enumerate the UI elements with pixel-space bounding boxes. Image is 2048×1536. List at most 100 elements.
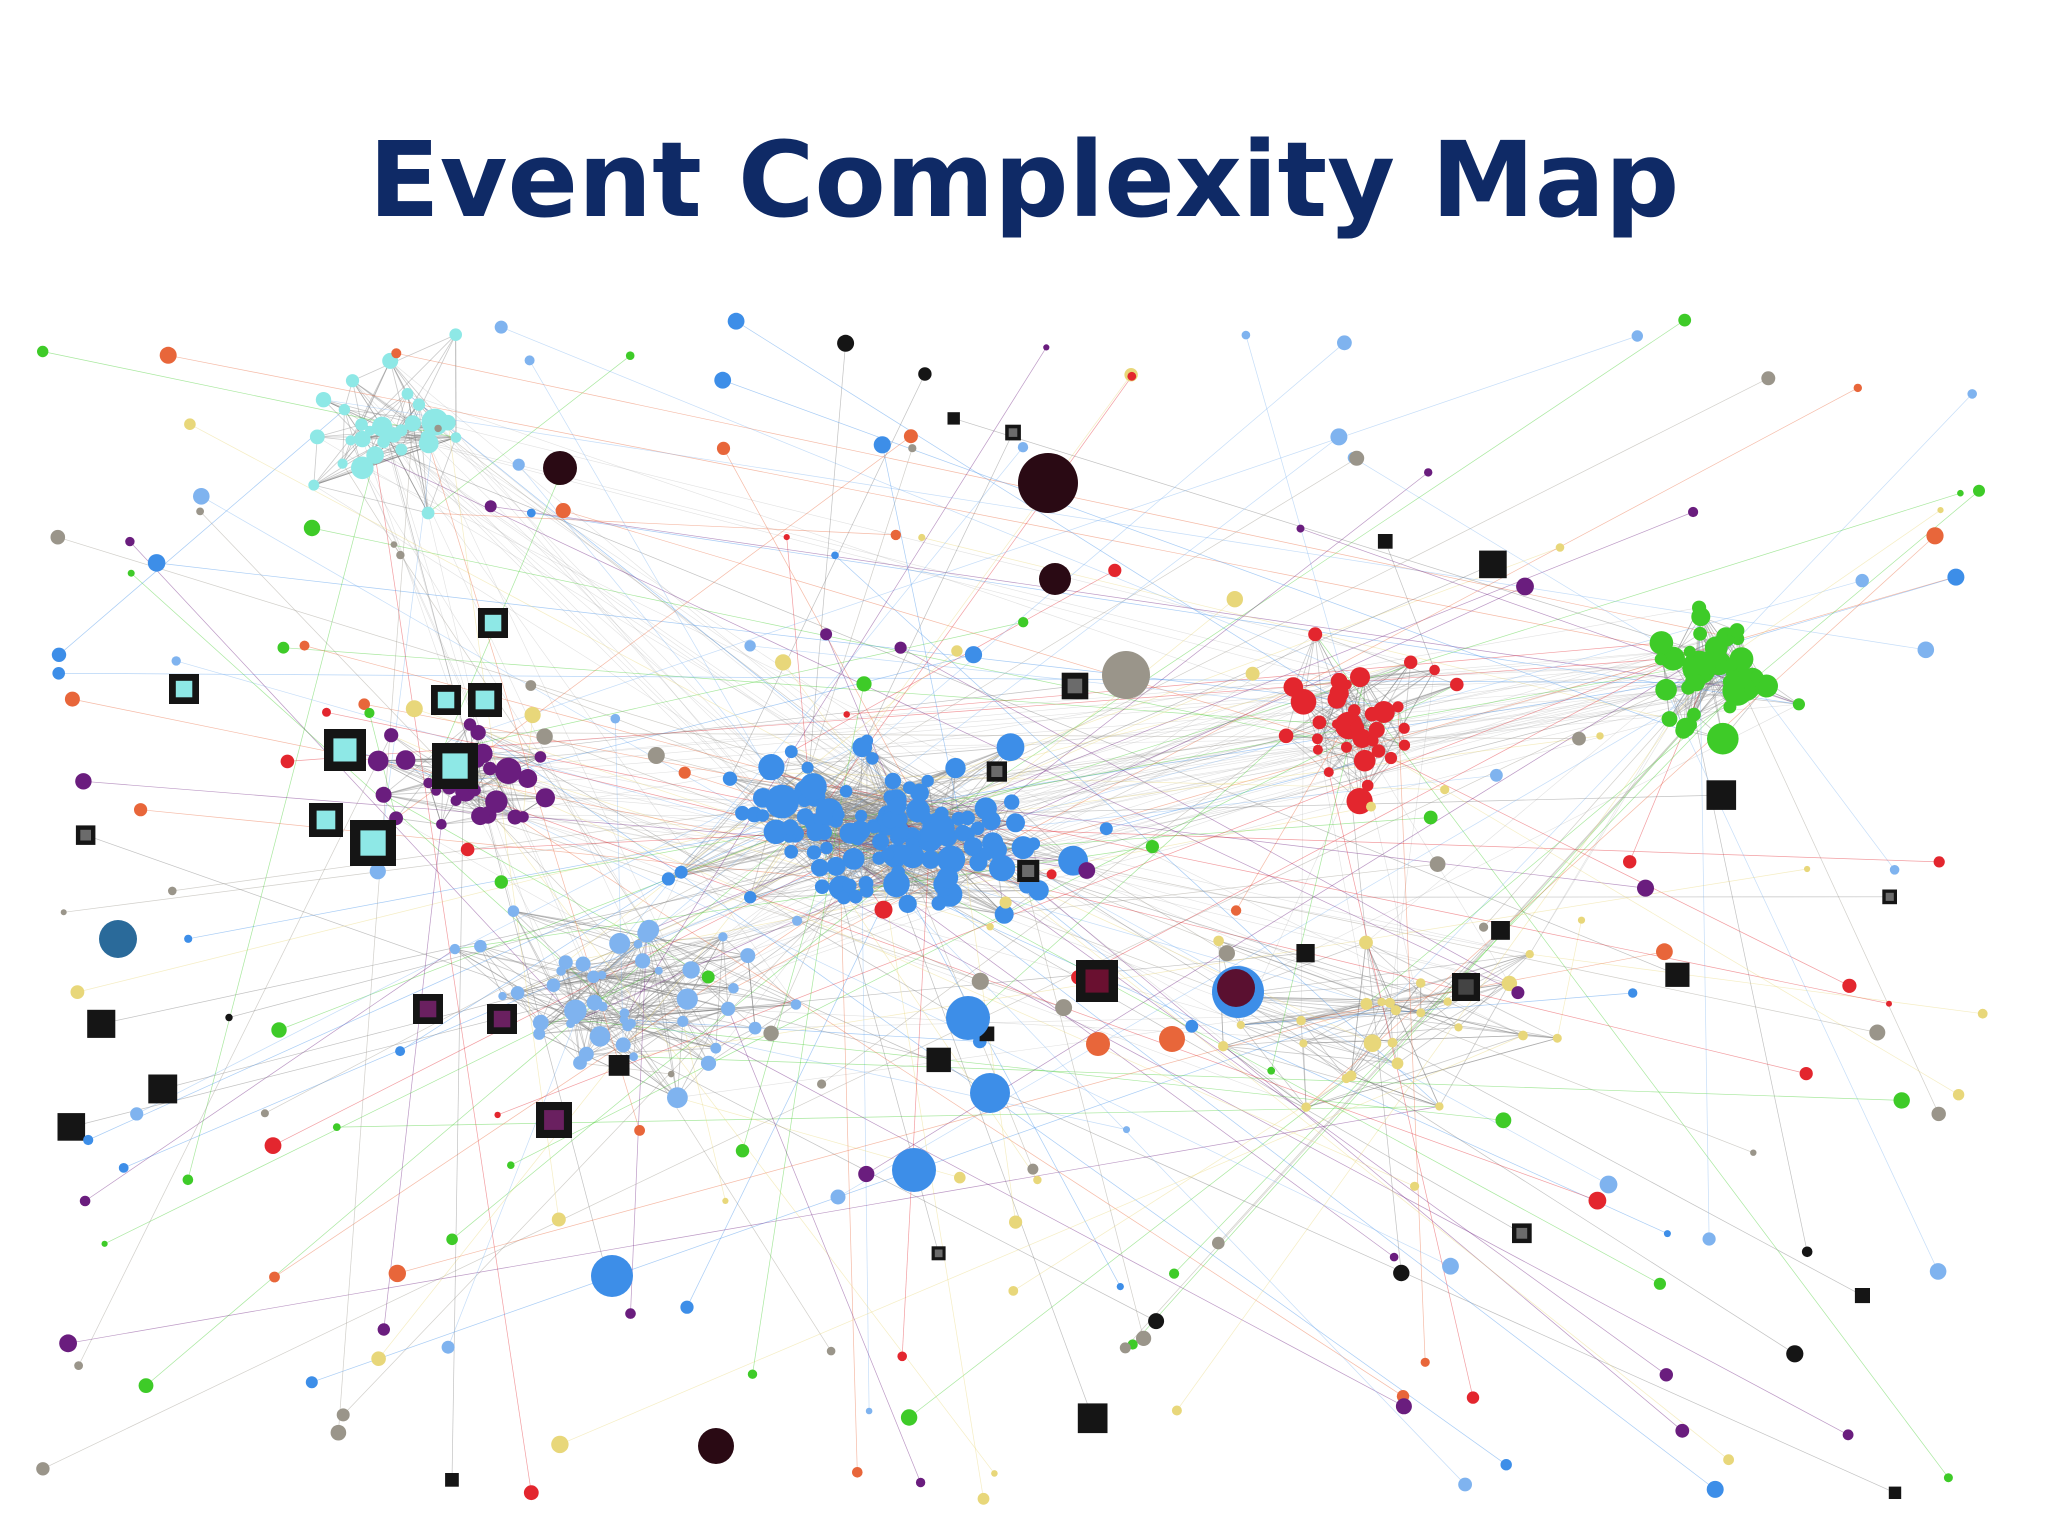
network-edge bbox=[843, 896, 1890, 898]
network-node bbox=[1218, 1041, 1229, 1052]
network-edge bbox=[1240, 1003, 1367, 1026]
network-node bbox=[1393, 1264, 1410, 1282]
network-edge bbox=[1719, 509, 1941, 664]
network-square-node bbox=[926, 1047, 951, 1073]
network-node bbox=[1518, 1030, 1528, 1041]
network-node bbox=[839, 785, 853, 798]
network-node bbox=[881, 847, 895, 861]
network-edge bbox=[594, 960, 643, 1003]
network-edge bbox=[1300, 1020, 1347, 1079]
network-edge bbox=[601, 974, 729, 1010]
network-edge bbox=[1365, 942, 1440, 1107]
network-edge bbox=[474, 789, 995, 1474]
network-node bbox=[1127, 371, 1137, 381]
network-node bbox=[1169, 1268, 1180, 1279]
network-square-node-inner bbox=[1085, 969, 1109, 993]
network-edge bbox=[522, 714, 533, 817]
network-edge bbox=[361, 393, 408, 425]
network-node bbox=[619, 1008, 630, 1019]
network-node bbox=[1218, 945, 1235, 962]
network-edge bbox=[437, 428, 964, 834]
network-edge bbox=[313, 484, 429, 514]
network-node bbox=[390, 541, 398, 548]
network-edge bbox=[630, 936, 724, 1024]
network-node bbox=[168, 886, 177, 896]
network-square-node-inner bbox=[442, 753, 468, 779]
network-edge bbox=[1439, 983, 1510, 1107]
network-node bbox=[1366, 801, 1376, 812]
network-edge bbox=[474, 789, 546, 799]
network-node bbox=[1435, 1102, 1444, 1111]
network-node bbox=[1675, 1423, 1690, 1438]
network-node bbox=[1893, 1092, 1910, 1109]
network-edge bbox=[1285, 661, 1411, 737]
network-edge bbox=[264, 819, 821, 1114]
network-edge bbox=[1221, 996, 1558, 1039]
network-square-node bbox=[1854, 1288, 1870, 1304]
network-node bbox=[471, 806, 490, 826]
network-edge bbox=[624, 929, 650, 1014]
network-edge bbox=[441, 607, 1700, 825]
network-edge bbox=[1669, 681, 1730, 720]
network-edge bbox=[513, 910, 748, 956]
network-edge bbox=[383, 724, 471, 796]
network-edge bbox=[540, 970, 659, 1024]
network-node bbox=[510, 986, 525, 1000]
network-edge bbox=[441, 680, 1696, 779]
network-node bbox=[1371, 744, 1386, 758]
network-node bbox=[1145, 840, 1159, 854]
network-node bbox=[1706, 1480, 1724, 1498]
network-node bbox=[336, 1408, 350, 1422]
network-node bbox=[1033, 1175, 1042, 1185]
network-node bbox=[127, 569, 135, 577]
network-node bbox=[716, 441, 731, 455]
network-node bbox=[989, 855, 1016, 882]
network-edge bbox=[407, 393, 1304, 703]
network-edge bbox=[686, 936, 724, 1000]
network-edge bbox=[342, 885, 850, 1416]
network-edge bbox=[938, 746, 1011, 830]
network-edge bbox=[623, 1021, 683, 1046]
network-edge bbox=[951, 682, 1697, 860]
network-node bbox=[1330, 672, 1348, 690]
network-edge bbox=[1223, 1027, 1459, 1047]
network-node bbox=[1008, 1286, 1019, 1296]
network-square-node-inner bbox=[360, 830, 386, 856]
network-node bbox=[1688, 506, 1699, 518]
network-node bbox=[951, 645, 963, 657]
network-edge bbox=[451, 761, 465, 1480]
network-node bbox=[1429, 856, 1446, 872]
network-node bbox=[946, 996, 990, 1040]
network-edge bbox=[156, 562, 1399, 708]
network-edge bbox=[513, 911, 554, 986]
network-node bbox=[1678, 313, 1692, 327]
network-edge bbox=[362, 438, 1678, 976]
network-square-node-inner bbox=[316, 810, 336, 830]
network-node bbox=[858, 876, 874, 891]
network-edge bbox=[627, 1025, 678, 1098]
network-node bbox=[873, 436, 891, 454]
network-node bbox=[1384, 997, 1395, 1008]
network-node bbox=[1226, 591, 1244, 608]
network-edge bbox=[140, 809, 893, 886]
network-node bbox=[536, 728, 553, 745]
network-node bbox=[1663, 1230, 1671, 1238]
network-edge bbox=[540, 647, 1717, 758]
network-edge bbox=[908, 1075, 1352, 1418]
network-node bbox=[1490, 768, 1503, 782]
network-edge bbox=[502, 995, 716, 1049]
network-edge bbox=[313, 436, 318, 486]
network-edge bbox=[791, 570, 1115, 753]
network-edge bbox=[690, 969, 756, 1029]
network-edge bbox=[708, 885, 850, 1064]
network-node bbox=[971, 972, 989, 990]
network-edge bbox=[480, 946, 503, 997]
network-node bbox=[1039, 563, 1071, 595]
network-square-node-inner bbox=[1022, 864, 1035, 877]
network-edge bbox=[911, 319, 1685, 837]
network-node bbox=[1099, 822, 1113, 836]
network-edge bbox=[1384, 541, 1435, 671]
network-edge bbox=[668, 832, 851, 880]
network-edge bbox=[646, 932, 688, 1000]
network-edge bbox=[807, 767, 959, 820]
